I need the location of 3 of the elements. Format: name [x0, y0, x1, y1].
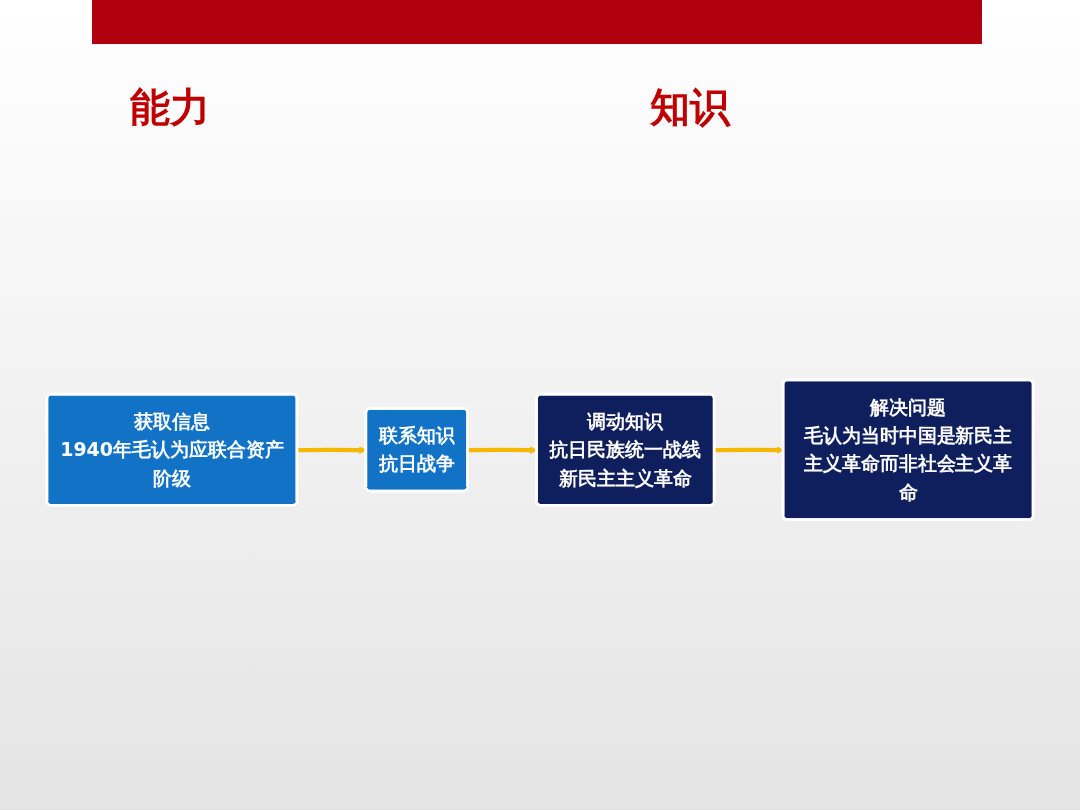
column-heading: 能力: [130, 82, 210, 132]
arrow: [714, 446, 784, 455]
column-heading: 知识: [650, 82, 730, 132]
